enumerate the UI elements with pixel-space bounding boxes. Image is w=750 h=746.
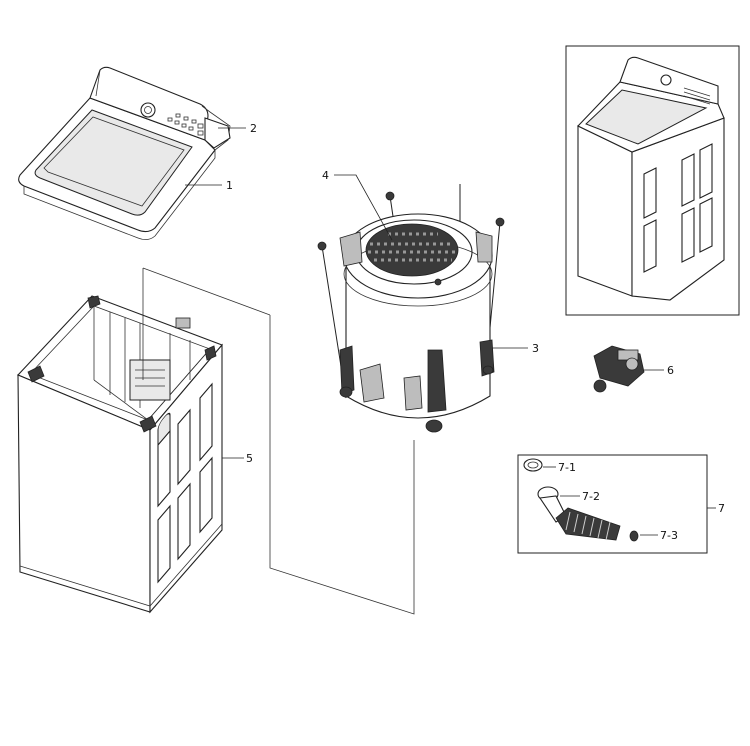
hose-clamp-icon — [523, 458, 543, 472]
callout-3: 3 — [532, 342, 539, 355]
assembly-guide-lines — [142, 267, 415, 615]
top-cover-assembly — [18, 66, 231, 240]
callout-7-1: 7-1 — [558, 461, 576, 474]
callout-1: 1 — [226, 179, 233, 192]
callout-4: 4 — [322, 169, 329, 182]
callout-7: 7 — [718, 502, 725, 515]
callout-labels: 2 1 3 4 5 6 7 7-1 7-2 7-3 — [226, 122, 725, 542]
leader-lines — [185, 127, 716, 536]
callout-5: 5 — [246, 452, 253, 465]
small-clamp-icon — [629, 530, 639, 542]
bolt-icon — [317, 241, 327, 251]
valve-bracket — [593, 345, 645, 393]
callout-7-2: 7-2 — [582, 490, 600, 503]
control-buttons-icon — [167, 113, 204, 136]
cabinet-frame — [17, 295, 223, 614]
knob-icon — [140, 102, 156, 118]
callout-7-3: 7-3 — [660, 529, 678, 542]
callout-2: 2 — [250, 122, 257, 135]
drain-hose-kit — [517, 454, 708, 554]
tub-assembly — [317, 184, 505, 433]
callout-6: 6 — [667, 364, 674, 377]
tub-cover-mesh — [365, 223, 459, 277]
assembled-washer-reference — [565, 45, 740, 316]
